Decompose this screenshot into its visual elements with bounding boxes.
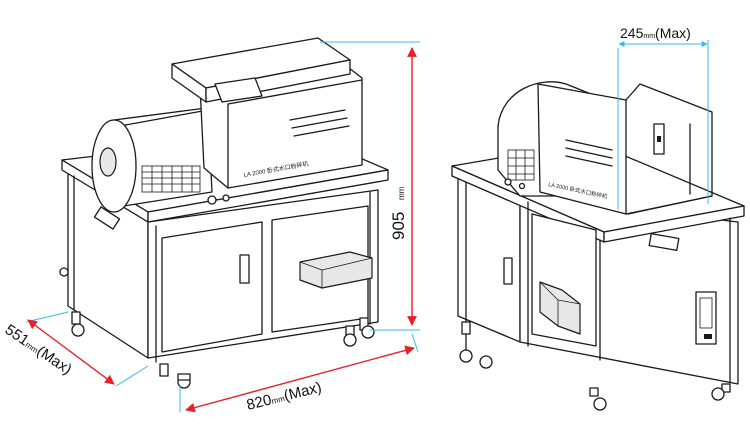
dimension-width-820: 820mm(Max) (179, 333, 419, 414)
door-open-unit: mm (643, 33, 655, 40)
rear-chute (539, 281, 581, 335)
front-view-machine: LA 2000 卧式水口粉碎机 (59, 37, 389, 389)
rear-vent-grille (507, 149, 535, 181)
svg-text:551mm(Max): 551mm(Max) (2, 321, 75, 378)
side-handle (93, 206, 121, 230)
width-value: 820 (245, 391, 273, 414)
dimension-height-905: 905 mm (320, 41, 420, 331)
rear-view-machine: LA 2000 卧式水口粉碎机 (451, 81, 745, 411)
rear-caster-wheels (459, 321, 731, 411)
width-unit: mm (271, 394, 286, 406)
depth-suffix: (Max) (34, 343, 75, 379)
indicator-light (222, 194, 230, 202)
dimension-door-245: 245mm(Max) (617, 25, 709, 210)
side-knob (59, 267, 69, 277)
vent-grille (141, 165, 201, 193)
height-value: 905 (389, 212, 408, 240)
door-handle-left (239, 254, 250, 284)
door-open-suffix: (Max) (655, 25, 691, 41)
svg-text:820mm(Max): 820mm(Max) (245, 379, 324, 414)
height-unit: mm (397, 186, 406, 200)
power-switch (207, 195, 217, 205)
door-open-value: 245 (620, 25, 644, 41)
discharge-chute (299, 251, 373, 289)
svg-text:245mm(Max): 245mm(Max) (620, 25, 691, 41)
electrical-panel (695, 291, 717, 345)
